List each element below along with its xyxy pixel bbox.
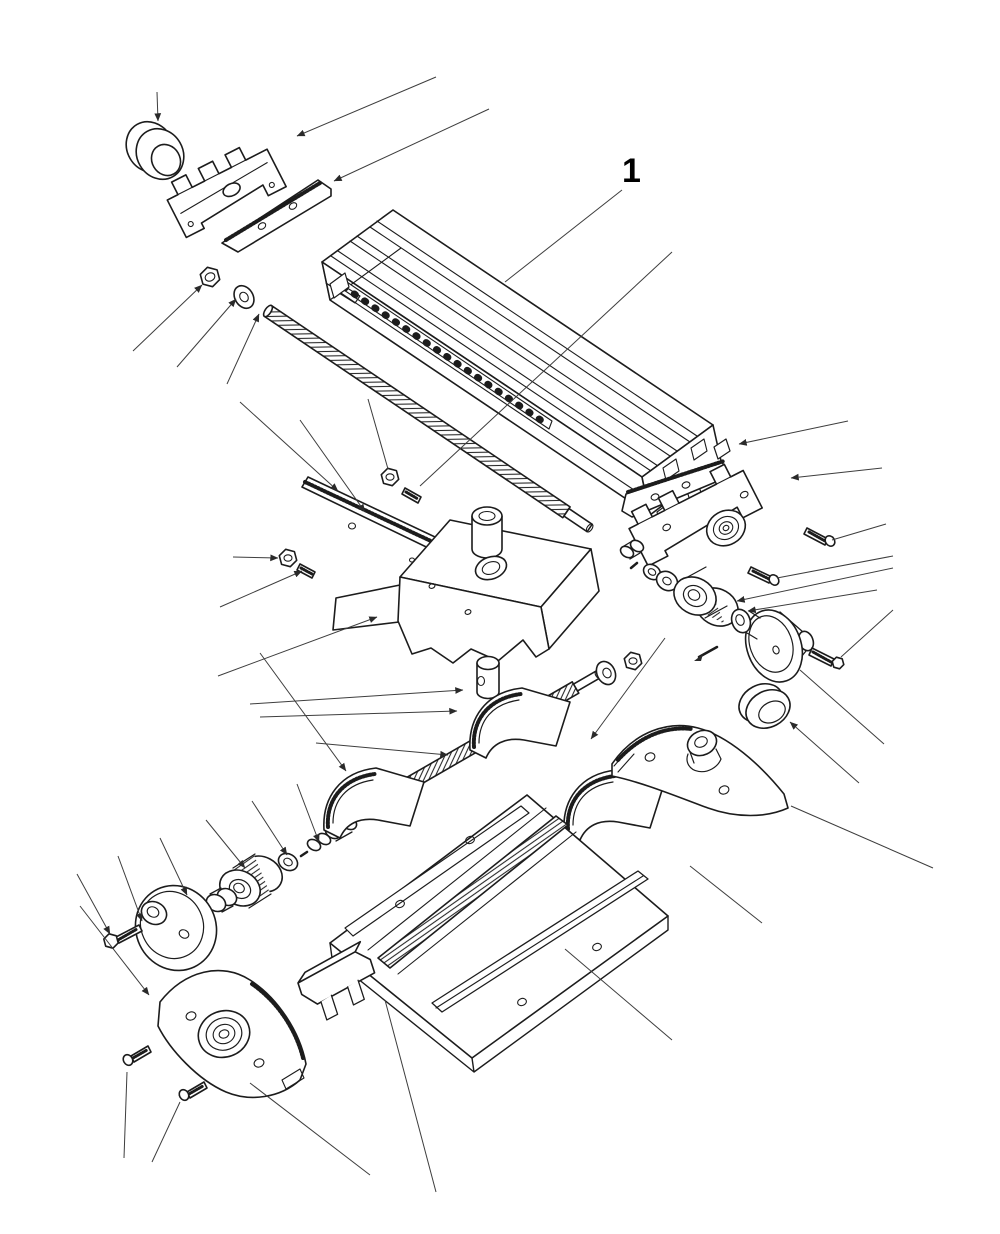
washer-icon xyxy=(595,660,617,686)
bearing-icon xyxy=(705,509,747,547)
way-cover-icon xyxy=(469,687,571,759)
saddle-clamp-icon xyxy=(297,940,376,1021)
leader-lines xyxy=(76,76,934,1193)
gib-plate-left-icon xyxy=(221,179,332,253)
dial-icon xyxy=(673,566,739,627)
way-cover-icon xyxy=(563,769,665,841)
handwheel-icon xyxy=(134,884,238,972)
end-bracket-right-icon xyxy=(628,463,764,567)
screw-icon xyxy=(122,1045,208,1102)
table-icon xyxy=(321,209,731,526)
cap-nut-icon xyxy=(125,120,185,181)
hex-nut-icon xyxy=(199,266,221,288)
spacer-icon xyxy=(619,539,645,570)
leadscrew-icon xyxy=(262,304,594,533)
saddle-icon xyxy=(332,506,600,700)
feed-nut-icon xyxy=(471,506,508,700)
thrust-washer-icon xyxy=(642,563,679,592)
screw-icon xyxy=(747,527,836,586)
hex-nut-icon xyxy=(623,651,643,671)
way-cover-icon xyxy=(323,767,425,839)
bearing-bracket-icon xyxy=(157,969,307,1099)
washer-icon xyxy=(233,284,255,310)
set-screw-icon xyxy=(278,548,316,579)
set-screw-icon xyxy=(380,467,422,504)
thrust-washer-icon xyxy=(277,852,299,872)
base-plate-icon xyxy=(329,794,669,1073)
callout-label-1: 1 xyxy=(622,152,641,190)
bearing-bracket-icon xyxy=(611,724,789,817)
end-cap-icon xyxy=(738,682,791,730)
crank-screw-icon xyxy=(808,647,845,670)
end-bracket-left-icon xyxy=(166,146,287,239)
taper-pin-icon xyxy=(694,645,719,661)
